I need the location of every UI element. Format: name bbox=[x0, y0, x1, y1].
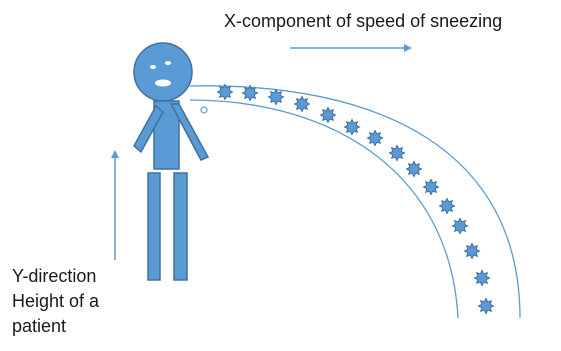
droplet-star-icon bbox=[405, 160, 423, 178]
droplet-star-icon bbox=[293, 95, 311, 113]
droplet-star-icon bbox=[241, 84, 259, 102]
person-right-eye bbox=[165, 61, 171, 65]
droplet-star-icon bbox=[473, 269, 491, 287]
person-right-leg bbox=[173, 172, 188, 281]
y-direction-label-line1: Y-direction bbox=[12, 266, 97, 286]
person-left-eye bbox=[150, 65, 156, 69]
droplet-star-icon bbox=[451, 217, 469, 235]
y-direction-label-line3: patient bbox=[12, 316, 67, 336]
droplet-star-icon bbox=[388, 144, 406, 162]
person-mouth bbox=[155, 79, 171, 87]
droplet-star-icon bbox=[477, 297, 495, 315]
droplet-star-icon bbox=[319, 106, 337, 124]
droplet-star-icon bbox=[463, 242, 481, 260]
droplet-star-icon bbox=[343, 118, 361, 136]
person-head bbox=[133, 42, 193, 102]
small-droplet-circle bbox=[200, 106, 208, 114]
y-direction-label-line2: Height of a bbox=[12, 291, 100, 311]
droplet-star-icon bbox=[267, 88, 285, 106]
trajectory-outer-curve bbox=[189, 85, 521, 319]
person-left-arm bbox=[133, 104, 164, 154]
person-figure bbox=[133, 42, 210, 281]
y-direction-label: Y-direction Height of a patient bbox=[12, 264, 99, 339]
person-right-arm bbox=[169, 103, 210, 161]
x-component-label: X-component of speed of sneezing bbox=[224, 11, 503, 31]
person-left-leg bbox=[147, 172, 161, 281]
trajectory-inner-curve bbox=[189, 99, 459, 319]
droplet-star-icon bbox=[366, 129, 384, 147]
droplet-star-icon bbox=[438, 197, 456, 215]
droplet-star-icon bbox=[422, 178, 440, 196]
droplet-trajectory bbox=[216, 83, 495, 315]
droplet-star-icon bbox=[216, 83, 234, 101]
